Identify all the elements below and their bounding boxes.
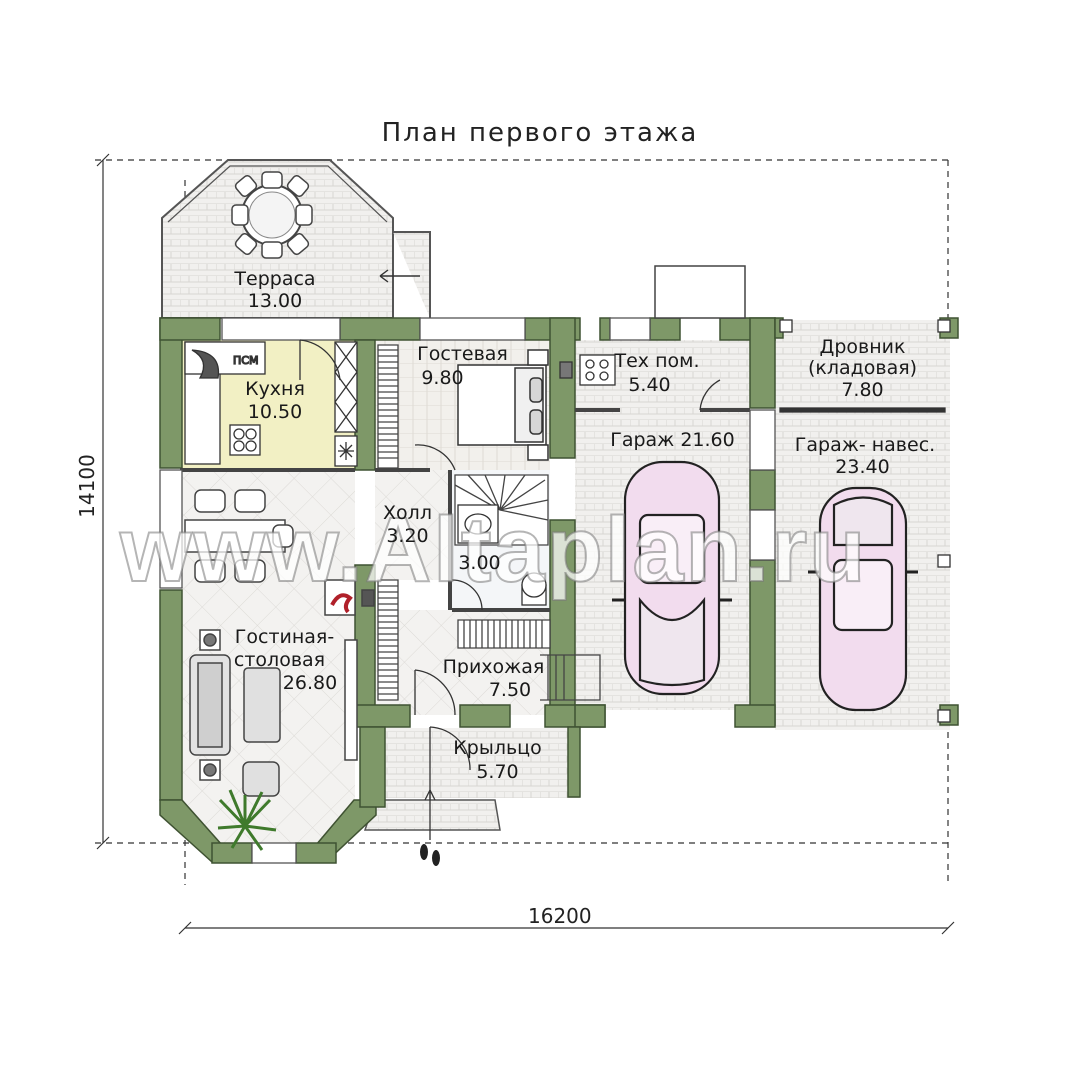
walls	[159, 317, 959, 864]
watermark: www.Altaplan.ru	[119, 498, 868, 602]
room-terrace-name: Терраса	[234, 268, 316, 290]
tech-annex	[654, 265, 746, 319]
room-garage-area: 21.60	[680, 429, 735, 451]
room-terrace-area: 13.00	[247, 290, 303, 312]
height-dimension: 14100	[74, 454, 99, 518]
width-dimension: 16200	[528, 904, 592, 928]
appliance-label: ПСМ	[233, 354, 258, 367]
plant	[217, 789, 277, 851]
carport-posts	[779, 319, 951, 723]
living-furniture	[184, 489, 375, 797]
plan-title: План первого этажа	[381, 118, 699, 148]
guest-bed	[457, 349, 549, 461]
room-garage-name: Гараж	[610, 429, 675, 451]
room-tech-name: Тех пом.	[614, 350, 700, 372]
cars	[612, 460, 918, 712]
kitchen-fittings: ПСМ	[184, 341, 358, 467]
room-bath-area: 3.00	[458, 552, 501, 574]
room-living-area: 26.80	[282, 672, 338, 694]
room-porch-area: 5.70	[476, 761, 519, 783]
room-living-name-2: столовая	[233, 649, 326, 671]
room-carport-area: 23.40	[835, 456, 890, 478]
bathroom-fittings	[457, 504, 547, 606]
room-garage-label: Гараж 21.60	[600, 429, 745, 451]
windows	[159, 317, 776, 864]
thin-partitions	[180, 408, 750, 612]
room-guest-name: Гостевая	[417, 343, 508, 365]
room-carport-name: Гараж- навес.	[794, 434, 936, 456]
room-kitchen-area: 10.50	[247, 401, 303, 423]
room-woodshed-name: Дровник	[819, 336, 906, 358]
room-living-name-1: Гостиная-	[234, 626, 335, 648]
room-entry-name: Прихожая	[442, 656, 545, 678]
room-kitchen-name: Кухня	[245, 378, 305, 400]
room-hall-area: 3.20	[386, 525, 429, 547]
room-guest-area: 9.80	[421, 367, 464, 389]
room-porch-name: Крыльцо	[453, 737, 542, 759]
room-woodshed-sub: (кладовая)	[807, 357, 918, 379]
room-woodshed-area: 7.80	[841, 379, 884, 401]
room-hall-name: Холл	[383, 502, 432, 524]
footsteps-icon	[420, 789, 440, 866]
room-tech-area: 5.40	[628, 374, 671, 396]
room-entry-area: 7.50	[488, 679, 532, 701]
boiler	[559, 354, 616, 386]
terrace-area	[161, 159, 431, 319]
